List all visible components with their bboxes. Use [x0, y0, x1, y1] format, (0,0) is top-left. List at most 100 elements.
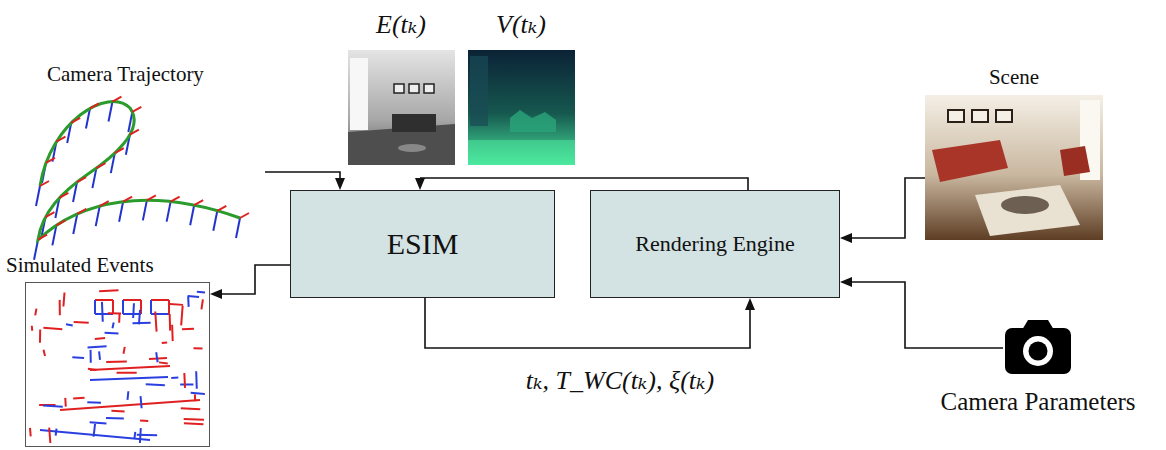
event-stroke: [180, 384, 193, 386]
camera-axis: [100, 201, 109, 206]
event-stroke: [193, 347, 202, 349]
camera-icon: [1005, 320, 1071, 374]
event-stroke: [35, 309, 36, 316]
frame: [948, 110, 964, 122]
arrowhead: [840, 277, 852, 287]
arrowhead: [840, 233, 852, 243]
image-ground: [925, 95, 1103, 240]
event-stroke: [60, 400, 200, 410]
camera-axis: [190, 205, 194, 225]
node-heading: Scene: [989, 65, 1039, 89]
camera-axis: [132, 107, 141, 112]
arrowhead: [415, 178, 425, 190]
frame: [972, 110, 988, 122]
trajectory-figure: Camera Trajectory: [25, 92, 265, 252]
scene-image: [925, 95, 1103, 240]
camera-axis: [77, 209, 86, 214]
event-stroke: [162, 341, 167, 344]
connector-line: [420, 178, 748, 190]
event-stroke: [99, 289, 118, 292]
event-stroke: [184, 422, 204, 425]
camera-axis: [56, 220, 65, 225]
event-stroke: [197, 291, 205, 294]
event-stroke: [106, 417, 124, 419]
arrowhead: [745, 298, 755, 310]
event-stroke: [90, 377, 168, 380]
event-stroke: [132, 322, 150, 324]
camera-axis: [38, 235, 47, 240]
event-stroke: [191, 393, 205, 394]
event-stroke: [155, 311, 156, 331]
camera-icon-node: Camera Parameters: [1003, 318, 1073, 376]
sofa: [932, 140, 1008, 182]
camera-axis: [167, 202, 171, 222]
event-stroke: [87, 401, 101, 404]
depth-region: [468, 140, 575, 165]
camera-axis: [45, 212, 54, 217]
image-ground: [348, 50, 455, 165]
event-stroke: [133, 432, 136, 439]
event-stroke: [49, 428, 50, 443]
camera-axis: [213, 211, 217, 231]
rug: [975, 185, 1080, 236]
scene-image: Scene: [925, 95, 1103, 240]
event-stroke: [159, 362, 168, 363]
event-stroke: [90, 350, 92, 363]
connector: [840, 178, 925, 243]
connector-line: [222, 265, 290, 294]
camera-axis: [119, 202, 123, 222]
frame: [996, 110, 1012, 122]
camera-axis: [46, 158, 55, 163]
camera-axis: [112, 97, 121, 102]
camera-axis: [36, 186, 40, 206]
event-stroke: [140, 420, 148, 422]
depth-image: [468, 50, 575, 165]
event-stroke: [150, 300, 152, 314]
camera-axis: [71, 118, 80, 123]
event-stroke: [98, 351, 101, 360]
event-stroke: [108, 312, 121, 314]
event-stroke: [194, 394, 196, 401]
event-stroke: [151, 299, 169, 301]
camera-trajectory-figure: [34, 97, 249, 260]
event-stroke: [182, 328, 194, 330]
image-ground: [468, 50, 575, 165]
event-stroke: [112, 322, 113, 328]
table: [398, 144, 426, 152]
node-heading: Simulated Events: [6, 253, 154, 277]
camera-axis: [130, 130, 139, 135]
event-stroke: [106, 361, 127, 363]
event-stroke: [43, 328, 62, 329]
camera-axis: [236, 218, 240, 238]
frame: [394, 84, 404, 93]
image-label: V(tₖ): [496, 10, 546, 40]
connector: [415, 178, 748, 190]
camera-axis: [77, 177, 86, 182]
event-stroke: [74, 321, 89, 324]
camera-axis: [240, 213, 249, 218]
camera-axis: [96, 163, 105, 168]
box-label: ESIM: [387, 227, 459, 262]
window: [350, 58, 368, 130]
camera-axis: [147, 195, 156, 200]
process-box: Rendering Engine: [590, 190, 840, 298]
event-stroke: [188, 295, 200, 298]
event-stroke: [73, 397, 84, 400]
connector: [265, 172, 345, 190]
camera-lens-ring: [1023, 336, 1053, 366]
event-strokes: [30, 290, 205, 443]
event-stroke: [141, 396, 142, 408]
event-stroke: [72, 356, 84, 359]
event-stroke: [123, 347, 124, 354]
box-label: Rendering Engine: [635, 231, 794, 256]
camera-axis: [171, 197, 180, 202]
event-stroke: [101, 302, 104, 322]
event-stroke: [55, 429, 58, 436]
intensity-image: [348, 50, 455, 165]
process-box: ESIM: [290, 190, 555, 298]
event-stroke: [95, 338, 105, 339]
event-stroke: [123, 313, 141, 315]
event-stroke: [112, 300, 114, 314]
camera-body: [1005, 328, 1071, 374]
event-stroke: [126, 391, 129, 400]
